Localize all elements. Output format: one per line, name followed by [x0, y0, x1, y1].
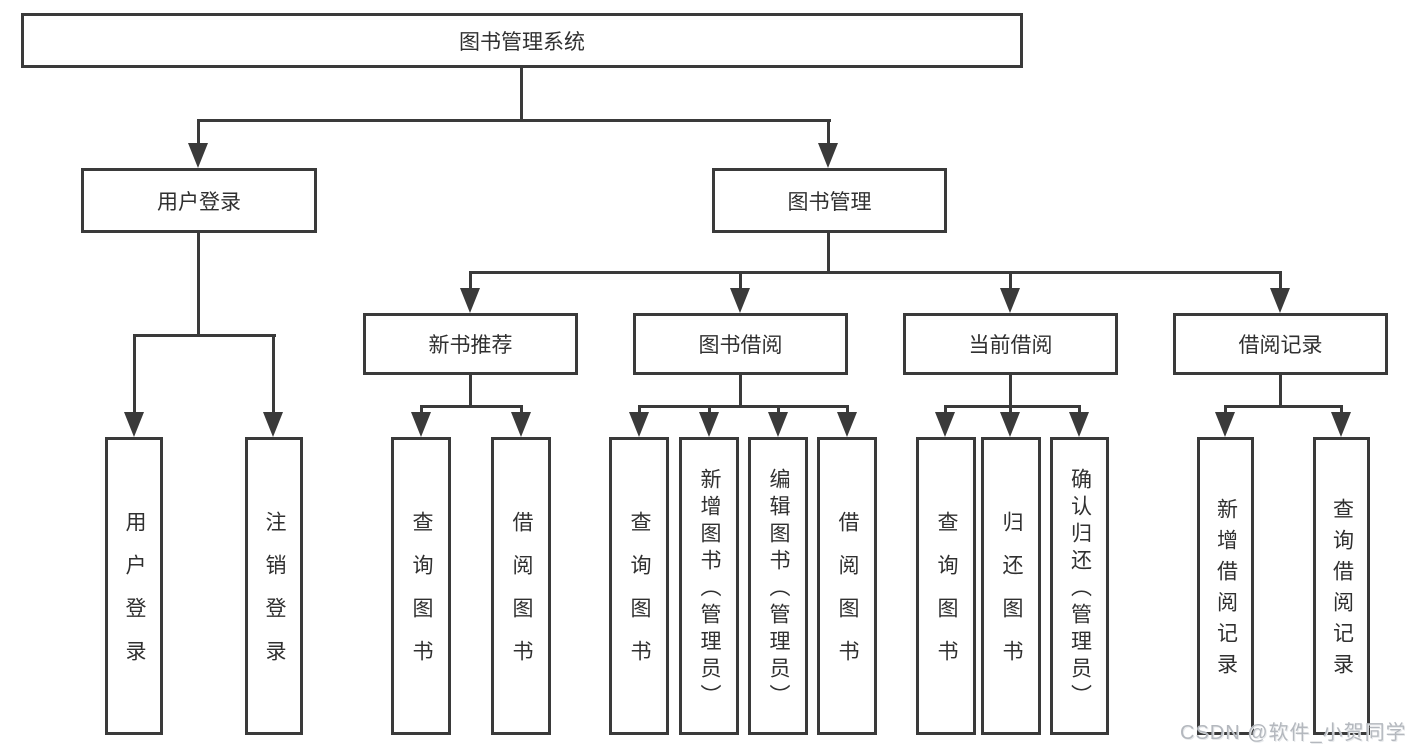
connector-line: [133, 334, 276, 337]
connector-line: [469, 271, 472, 291]
leaf-user-login-label: 用户登录: [123, 511, 146, 683]
arrowhead-icon: [263, 412, 283, 437]
leaf-return-book: 归还图书: [981, 437, 1041, 735]
arrowhead-icon: [188, 143, 208, 168]
arrowhead-icon: [768, 412, 788, 437]
leaf-logout: 注销登录: [245, 437, 303, 735]
arrowhead-icon: [818, 143, 838, 168]
arrowhead-icon: [1069, 412, 1089, 437]
arrowhead-icon: [1270, 288, 1290, 313]
connector-line: [197, 233, 200, 337]
arrowhead-icon: [1215, 412, 1235, 437]
arrowhead-icon: [837, 412, 857, 437]
node-borrowing-records-label: 借阅记录: [1238, 334, 1323, 357]
connector-line: [944, 405, 1081, 408]
connector-line: [827, 233, 830, 274]
connector-line: [469, 375, 472, 408]
leaf-logout-label: 注销登录: [263, 511, 286, 683]
connector-line: [520, 405, 523, 417]
leaf-query-books-current-label: 查询图书: [935, 511, 958, 683]
leaf-edit-book-admin: 编辑图书（管理员）: [748, 437, 808, 735]
connector-line: [1224, 405, 1227, 417]
arrowhead-icon: [730, 288, 750, 313]
connector-line: [420, 405, 423, 417]
connector-line: [272, 334, 275, 414]
node-new-book-recommend: 新书推荐: [363, 313, 578, 375]
leaf-query-books-borrowing-label: 查询图书: [628, 511, 651, 683]
leaf-borrow-books-recommend: 借阅图书: [491, 437, 551, 735]
arrowhead-icon: [411, 412, 431, 437]
leaf-query-books-recommend: 查询图书: [391, 437, 451, 735]
connector-line: [1078, 405, 1081, 417]
connector-line: [1009, 271, 1012, 291]
arrowhead-icon: [629, 412, 649, 437]
node-user-login: 用户登录: [81, 168, 317, 233]
leaf-confirm-return-admin-label: 确认归还（管理员）: [1068, 467, 1092, 711]
connector-line: [133, 334, 136, 414]
leaf-borrow-books-borrowing-label: 借阅图书: [836, 511, 859, 683]
connector-line: [520, 68, 523, 122]
leaf-add-book-admin: 新增图书（管理员）: [679, 437, 739, 735]
node-book-borrowing: 图书借阅: [633, 313, 848, 375]
connector-line: [1340, 405, 1343, 417]
leaf-add-book-admin-label: 新增图书（管理员）: [698, 467, 721, 711]
connector-line: [638, 405, 641, 417]
leaf-query-books-borrowing: 查询图书: [609, 437, 669, 735]
leaf-query-books-recommend-label: 查询图书: [410, 511, 433, 683]
arrowhead-icon: [460, 288, 480, 313]
leaf-borrow-books-borrowing: 借阅图书: [817, 437, 877, 735]
arrowhead-icon: [699, 412, 719, 437]
leaf-add-borrow-record: 新增借阅记录: [1197, 437, 1254, 735]
arrowhead-icon: [124, 412, 144, 437]
leaf-user-login: 用户登录: [105, 437, 163, 735]
connector-line: [1009, 405, 1012, 417]
arrowhead-icon: [511, 412, 531, 437]
leaf-edit-book-admin-label: 编辑图书（管理员）: [767, 467, 790, 711]
leaf-return-book-label: 归还图书: [1000, 511, 1023, 683]
connector-line: [944, 405, 947, 417]
connector-line: [420, 405, 523, 408]
connector-line: [197, 119, 831, 122]
connector-line: [1279, 375, 1282, 408]
node-book-borrowing-label: 图书借阅: [698, 334, 783, 357]
leaf-borrow-books-recommend-label: 借阅图书: [510, 511, 533, 683]
node-borrowing-records: 借阅记录: [1173, 313, 1388, 375]
leaf-confirm-return-admin: 确认归还（管理员）: [1050, 437, 1109, 735]
arrowhead-icon: [1331, 412, 1351, 437]
arrowhead-icon: [1000, 288, 1020, 313]
connector-line: [708, 405, 711, 417]
leaf-add-borrow-record-label: 新增借阅记录: [1214, 498, 1238, 684]
node-book-management: 图书管理: [712, 168, 947, 233]
connector-line: [1009, 375, 1012, 408]
connector-line: [739, 271, 742, 291]
connector-line: [739, 375, 742, 408]
node-user-login-label: 用户登录: [157, 190, 241, 214]
arrowhead-icon: [1000, 412, 1020, 437]
leaf-query-borrow-record-label: 查询借阅记录: [1330, 498, 1354, 684]
leaf-query-books-current: 查询图书: [916, 437, 976, 735]
leaf-query-borrow-record: 查询借阅记录: [1313, 437, 1370, 735]
connector-line: [827, 119, 830, 149]
node-current-borrowing: 当前借阅: [903, 313, 1118, 375]
csdn-watermark: CSDN @软件_小贺同学: [1180, 722, 1405, 744]
connector-line: [1224, 405, 1343, 408]
connector-line: [469, 271, 1282, 274]
node-book-management-label: 图书管理: [787, 190, 872, 214]
node-current-borrowing-label: 当前借阅: [968, 334, 1053, 357]
connector-line: [846, 405, 849, 417]
arrowhead-icon: [935, 412, 955, 437]
connector-line: [777, 405, 780, 417]
connector-line: [1279, 271, 1282, 291]
node-root: 图书管理系统: [21, 13, 1023, 68]
node-new-book-recommend-label: 新书推荐: [428, 334, 513, 357]
connector-line: [638, 405, 849, 408]
connector-line: [197, 119, 200, 149]
node-root-label: 图书管理系统: [459, 30, 585, 54]
